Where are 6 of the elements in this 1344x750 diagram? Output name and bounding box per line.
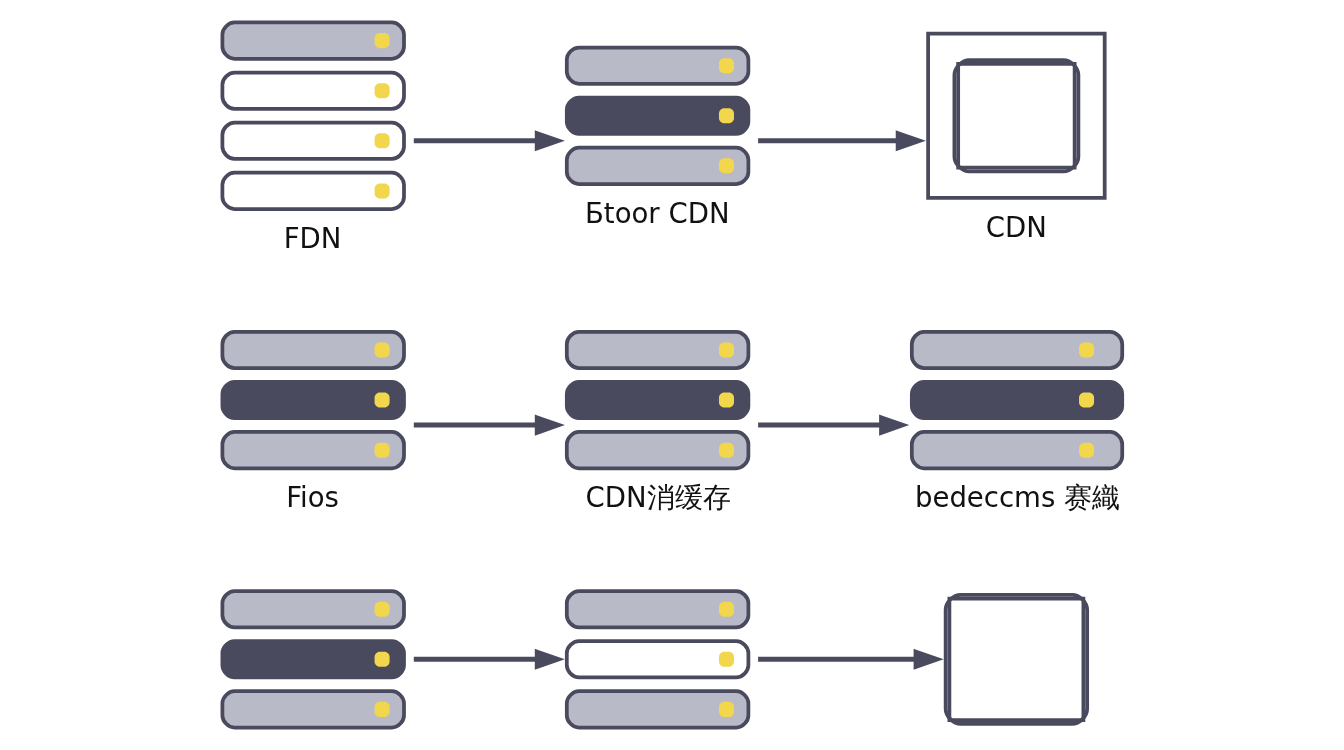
node-label: Бtoor CDN — [584, 196, 730, 229]
node-label: bedeccms 赛織 — [914, 481, 1121, 514]
node-label: Fios — [286, 481, 339, 514]
node-label: CDN消缓存 — [585, 481, 731, 514]
node-label: CDN — [985, 210, 1047, 243]
node-label: FDN — [283, 222, 342, 255]
